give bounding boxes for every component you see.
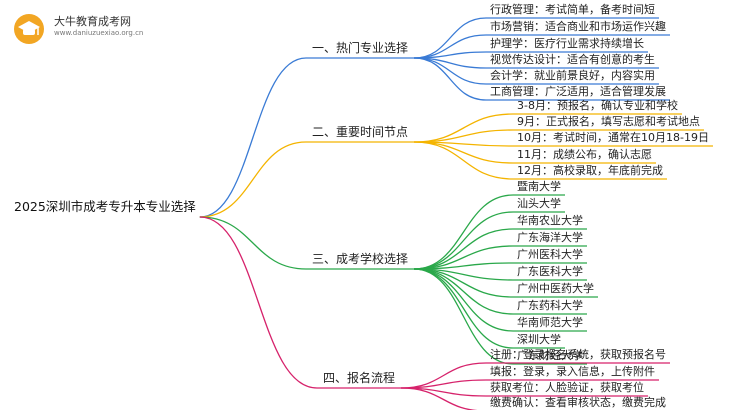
leaf-connector (414, 17, 659, 59)
leaf-item: 视觉传达设计：适合有创意的考生 (490, 53, 655, 66)
root-node: 2025深圳市成考专升本专业选择 (14, 199, 196, 214)
leaf-connector (414, 141, 667, 180)
branch-connector (199, 141, 415, 218)
branch-connector (199, 57, 415, 218)
leaf-connector (414, 262, 587, 270)
leaf-item: 广东海洋大学 (517, 231, 583, 244)
watermark-logo: 大牛教育成考网 www.daniuzuexiao.org.cn (12, 10, 152, 50)
leaf-item: 护理学：医疗行业需求持续增长 (490, 37, 644, 50)
leaf-connector (401, 379, 659, 389)
leaf-connector (414, 51, 648, 59)
leaf-item: 9月：正式报名，填写志愿和考试地点 (517, 115, 700, 128)
leaf-connector (401, 362, 670, 389)
leaf-item: 深圳大学 (517, 333, 561, 346)
leaf-item: 工商管理：广泛适用，适合管理发展 (490, 85, 666, 98)
leaf-connector (414, 194, 565, 270)
branch-connector (199, 216, 415, 270)
leaf-item: 获取考位：人脸验证，获取考位 (490, 381, 644, 394)
leaf-item: 缴费确认：查看审核状态，缴费完成 (490, 396, 666, 409)
leaf-connector (401, 387, 480, 410)
branch-connector (199, 216, 402, 389)
leaf-connector (414, 57, 670, 101)
leaf-item: 汕头大学 (517, 197, 561, 210)
leaf-connector (414, 228, 587, 270)
leaf-connector (414, 245, 587, 270)
leaf-item: 广东药科大学 (517, 299, 583, 312)
leaf-item: 3-8月：预报名，确认专业和学校 (517, 99, 678, 112)
leaf-item: 广东医科大学 (517, 265, 583, 278)
branch-schools: 三、成考学校选择 (312, 252, 409, 266)
branch-process: 四、报名流程 (323, 371, 396, 385)
leaf-item: 暨南大学 (517, 180, 561, 193)
leaf-connector (414, 113, 682, 143)
leaf-item: 填报：登录，录入信息，上传附件 (490, 365, 655, 378)
leaf-item: 会计学：就业前景良好，内容实用 (490, 69, 655, 82)
leaf-item: 华南农业大学 (517, 214, 583, 227)
leaf-item: 华南师范大学 (517, 316, 583, 329)
branch-key-dates: 二、重要时间节点 (312, 125, 409, 139)
leaf-item: 广州医科大学 (517, 248, 583, 261)
watermark-title: 大牛教育成考网 (54, 15, 131, 28)
leaf-item: 11月：成绩公布，确认志愿 (517, 148, 652, 161)
branch-hot-majors: 一、热门专业选择 (312, 41, 409, 55)
watermark-url: www.daniuzuexiao.org.cn (54, 29, 144, 37)
graduation-cap-icon (14, 14, 44, 44)
leaf-item: 12月：高校录取，年底前完成 (517, 164, 663, 177)
leaf-item: 行政管理：考试简单，备考时间短 (490, 3, 655, 16)
leaf-item: 市场营销：适合商业和市场运作兴趣 (490, 20, 666, 33)
leaf-connector (414, 211, 565, 270)
leaf-item: 广东财经大学 (517, 349, 583, 362)
leaf-item: 10月：考试时间，通常在10月18-19日 (517, 131, 709, 144)
leaf-connector (414, 129, 704, 143)
leaf-connector (414, 141, 713, 147)
leaf-item: 注册：登录报名系统，获取预报名号 (490, 348, 666, 361)
leaf-item: 广州中医药大学 (517, 282, 594, 295)
